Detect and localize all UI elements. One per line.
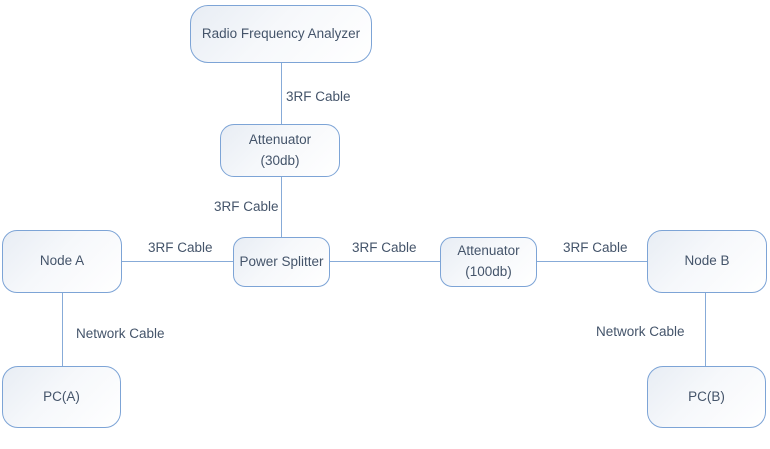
edge-label-splitter-to-att100: 3RF Cable: [352, 240, 417, 255]
edge-att100-to-nodeb: [537, 261, 647, 262]
node-power-splitter: Power Splitter: [233, 237, 330, 287]
node-node-b: Node B: [647, 230, 767, 293]
edge-splitter-to-att100: [330, 261, 440, 262]
edge-label-nodea-to-splitter: 3RF Cable: [148, 240, 213, 255]
edge-label-nodeb-to-pcb: Network Cable: [596, 324, 685, 339]
node-pc-b: PC(B): [647, 366, 766, 428]
node-node-a: Node A: [2, 230, 122, 293]
node-attenuator-30db: Attenuator (30db): [220, 124, 340, 177]
edge-label-nodea-to-pca: Network Cable: [76, 326, 165, 341]
edge-nodea-to-pca: [62, 293, 63, 366]
edge-nodeb-to-pcb: [705, 293, 706, 366]
edge-label-att30-to-splitter: 3RF Cable: [214, 199, 279, 214]
node-rf-analyzer: Radio Frequency Analyzer: [190, 5, 372, 63]
node-attenuator-100db: Attenuator (100db): [440, 237, 537, 287]
edge-label-att100-to-nodeb: 3RF Cable: [563, 240, 628, 255]
edge-label-rfa-to-att30: 3RF Cable: [286, 89, 351, 104]
edge-nodea-to-splitter: [122, 261, 233, 262]
node-pc-a: PC(A): [2, 366, 121, 428]
edge-rfa-to-att30: [281, 63, 282, 124]
edge-att30-to-splitter: [281, 177, 282, 237]
